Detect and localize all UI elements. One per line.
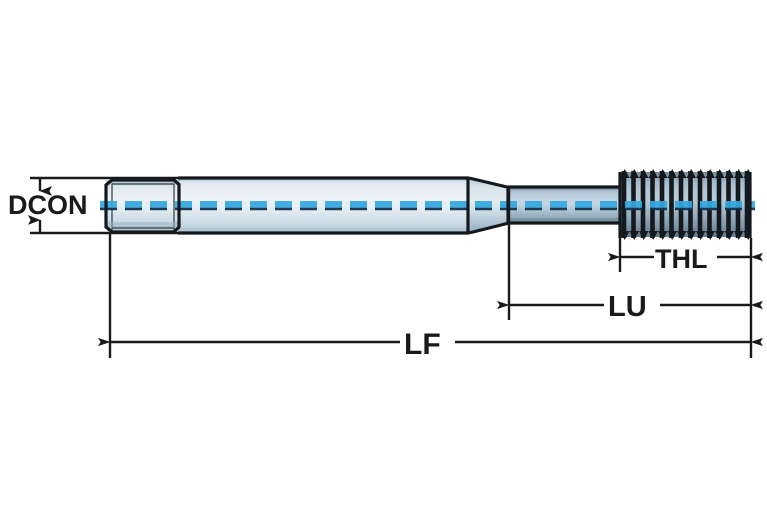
dimension-label-lu: LU	[608, 291, 647, 323]
square-drive-head	[106, 180, 179, 232]
dimension-lf: LF	[98, 233, 763, 361]
dimension-thl: THL	[608, 238, 763, 274]
tool-geometry	[100, 169, 755, 240]
dimension-label-thl: THL	[655, 244, 707, 274]
dimension-dcon: DCON	[8, 176, 183, 235]
thread-crest-profile	[620, 169, 751, 240]
centerline	[100, 201, 755, 211]
tool-outlines	[104, 172, 752, 238]
dimension-label-dcon: DCON	[8, 190, 88, 220]
head-inner-outline	[112, 183, 174, 229]
dimension-lu: LU	[497, 187, 763, 323]
dimension-label-lf: LF	[404, 328, 441, 361]
head-facet-shading	[106, 180, 180, 228]
